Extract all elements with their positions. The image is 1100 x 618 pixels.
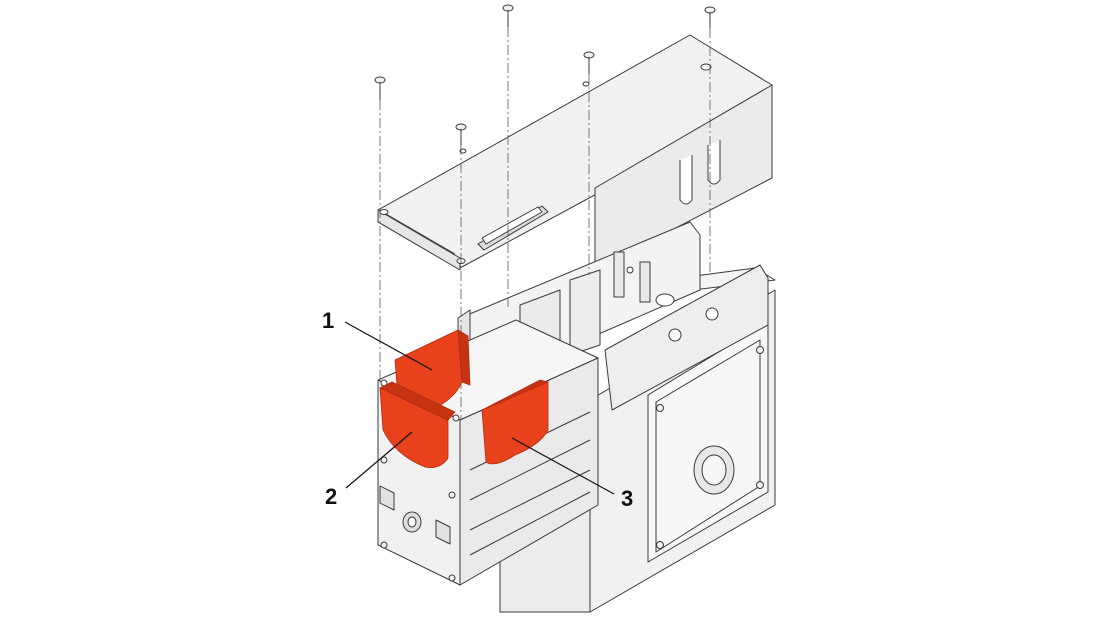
- leader-line-3: [511, 437, 615, 495]
- right-housing: [499, 264, 776, 613]
- leader-line-1: [344, 321, 433, 371]
- highlight-part-3: [481, 379, 550, 465]
- highlight-part-2: [379, 381, 456, 468]
- callout-label-2: 2: [325, 484, 338, 509]
- highlighted-parts: [379, 329, 550, 468]
- leader-line-2: [345, 431, 413, 489]
- callout-label-1: 1: [322, 308, 335, 333]
- highlight-part-1: [394, 329, 471, 409]
- leader-lines: [344, 321, 615, 495]
- top-cover: [377, 34, 773, 271]
- screw-icon: [374, 4, 716, 145]
- callout-label-3: 3: [621, 486, 634, 511]
